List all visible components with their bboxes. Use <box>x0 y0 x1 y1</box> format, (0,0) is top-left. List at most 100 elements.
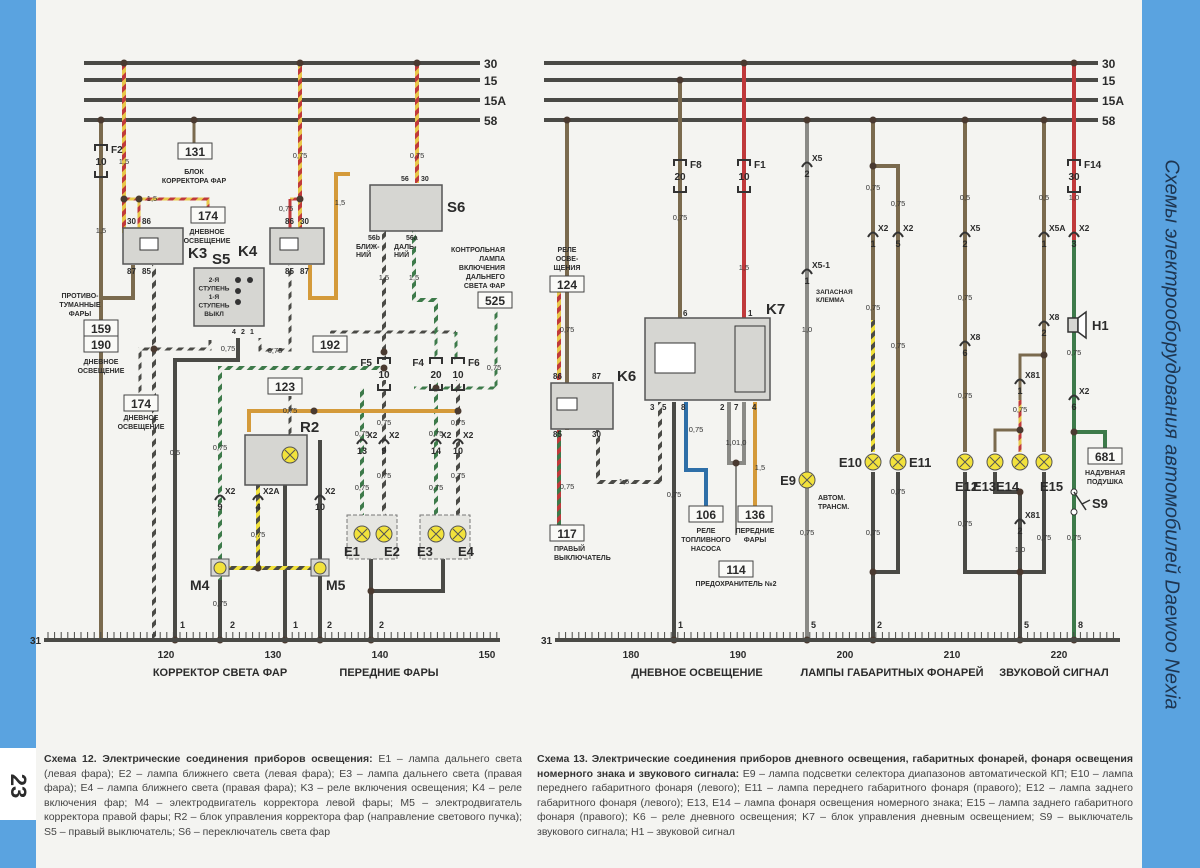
connector-x2-10 <box>314 494 326 501</box>
lamp-e9-note: ТРАНСМ. <box>818 504 849 511</box>
page-number-area <box>0 748 36 820</box>
ground-pin-label: 1 <box>293 620 298 630</box>
ref-124 <box>549 275 585 293</box>
switch-contact <box>235 299 241 305</box>
ref-525-caption: КОНТРОЛЬНАЯ <box>451 247 505 254</box>
wire-size-label: 1,5 <box>379 273 389 282</box>
s12-ground-label: 31 <box>30 636 42 647</box>
motor-m5-rotor <box>313 561 327 575</box>
switch-s6 <box>369 184 443 232</box>
wire-size-label: 0,75 <box>673 213 688 222</box>
caption-12-body: E1 – лампа дальнего света (левая фара); … <box>44 753 522 838</box>
fuse-f2 <box>94 144 108 178</box>
junction-dot <box>1070 428 1078 436</box>
pin: 3 <box>650 403 655 412</box>
pin: 85 <box>285 267 294 276</box>
switch-s5-position-text: СТУПЕНЬ <box>199 303 230 310</box>
ground-pin-label: 8 <box>1078 620 1083 630</box>
connector-pin: 9 <box>381 446 386 456</box>
connector-x2-9b <box>378 438 390 445</box>
connector-pin: 14 <box>431 446 441 456</box>
connector-label: X2A <box>263 486 280 496</box>
pin: 4 <box>752 403 757 412</box>
connector-x5a-1 <box>1038 231 1050 238</box>
pin: 85 <box>142 267 151 276</box>
fuse-f2-rating: 10 <box>95 157 107 168</box>
connector-label: X5-1 <box>812 260 830 270</box>
ref-174b-caption: ДНЕВНОЕ <box>124 415 159 422</box>
connector-label: X5 <box>970 223 981 233</box>
ref-117-number: 117 <box>557 527 577 541</box>
pin: 30 <box>127 217 136 226</box>
wire-r2-feed <box>247 409 458 432</box>
connector-x5-2b <box>959 231 971 238</box>
fuse-f1-label: F1 <box>754 160 766 171</box>
junction-dot <box>190 116 198 124</box>
fuse-f8-label: F8 <box>690 160 702 171</box>
caption-scheme-13: Схема 13. Электрические соединения прибо… <box>537 752 1133 839</box>
ref-525-caption: ВКЛЮЧЕНИЯ <box>459 265 505 272</box>
control-unit-r2-label: R2 <box>300 419 319 436</box>
ref-681-number: 681 <box>1095 450 1115 464</box>
wire-k3-87 <box>101 265 135 300</box>
lamp-e1-cross <box>356 528 368 540</box>
connector-pin: 13 <box>357 446 367 456</box>
wire-size-label: 1,0 <box>802 325 812 334</box>
lamp-e10-cross <box>867 456 879 468</box>
connector-label: X81 <box>1025 370 1040 380</box>
lamp-e1-label: E1 <box>344 544 360 559</box>
wire-to-174b <box>138 347 154 395</box>
ground-pin-label: 1 <box>678 620 683 630</box>
ref-124-number: 124 <box>557 278 577 292</box>
lamp-e4-label: E4 <box>458 544 475 559</box>
connector-x5-1 <box>801 268 813 275</box>
lamp-e3-cross <box>430 528 442 540</box>
wire-size-label: 0,75 <box>1067 348 1082 357</box>
switch-s6-label: S6 <box>447 199 465 216</box>
junction-dot <box>380 348 388 356</box>
wire-size-label: 0,75 <box>213 599 228 608</box>
fuse-f4-label: F4 <box>412 358 424 369</box>
fuse-f4 <box>429 357 443 391</box>
bus-label-left-15: 15 <box>484 74 498 88</box>
r2-indicator-lamp-cross <box>284 449 296 461</box>
lamp-e9-note: АВТОМ. <box>818 495 845 502</box>
section-label-parking-lamps: ЛАМПЫ ГАБАРИТНЫХ ФОНАРЕЙ <box>801 666 984 679</box>
wire-size-label: 1,5 <box>619 477 629 486</box>
pin: 1 <box>748 309 753 318</box>
fuse-f6-label: F6 <box>468 358 480 369</box>
relay-k6-coil <box>556 397 578 411</box>
wire-size-label: 0,75 <box>429 429 444 438</box>
switch-s9-contact <box>1070 508 1078 516</box>
fuse-f8 <box>673 159 687 193</box>
connector-label: X2 <box>1079 386 1090 396</box>
s13-axis-tick-180: 180 <box>623 650 640 661</box>
connector-x5-2 <box>801 161 813 168</box>
s6-high-beam-label: НИЙ <box>394 250 409 259</box>
lamp-e12-cross <box>959 456 971 468</box>
ref-123-number: 123 <box>275 380 295 394</box>
wire-size-label: 0,5 <box>960 193 970 202</box>
wire-size-label: 0,75 <box>268 346 283 355</box>
junction-dot <box>120 59 128 67</box>
caption-scheme-12: Схема 12. Электрические соединения прибо… <box>44 752 522 839</box>
pin: 2 <box>720 403 725 412</box>
s13-axis-tick-200: 200 <box>837 650 854 661</box>
wire-tail-ground <box>963 472 1046 574</box>
junction-dot <box>296 195 304 203</box>
bus-label-left-15A: 15A <box>484 94 506 108</box>
connector-label: X2 <box>1079 223 1090 233</box>
wire-size-label: 0,75 <box>866 528 881 537</box>
connector-pin: 2 <box>962 239 967 249</box>
junction-dot <box>120 195 128 203</box>
lamp-e15-label: E15 <box>1040 479 1063 494</box>
wire-size-label: 0,75 <box>451 418 466 427</box>
s6-low-beam-label: НИЙ <box>356 250 371 259</box>
junction-dot <box>296 59 304 67</box>
connector-label: X5 <box>812 153 823 163</box>
bus-label-right-58: 58 <box>1102 114 1116 128</box>
wire-e11-ground <box>873 472 900 574</box>
caption-13-title: Схема 13. Электрические соединения прибо… <box>537 753 1133 780</box>
ref-123 <box>267 377 303 395</box>
